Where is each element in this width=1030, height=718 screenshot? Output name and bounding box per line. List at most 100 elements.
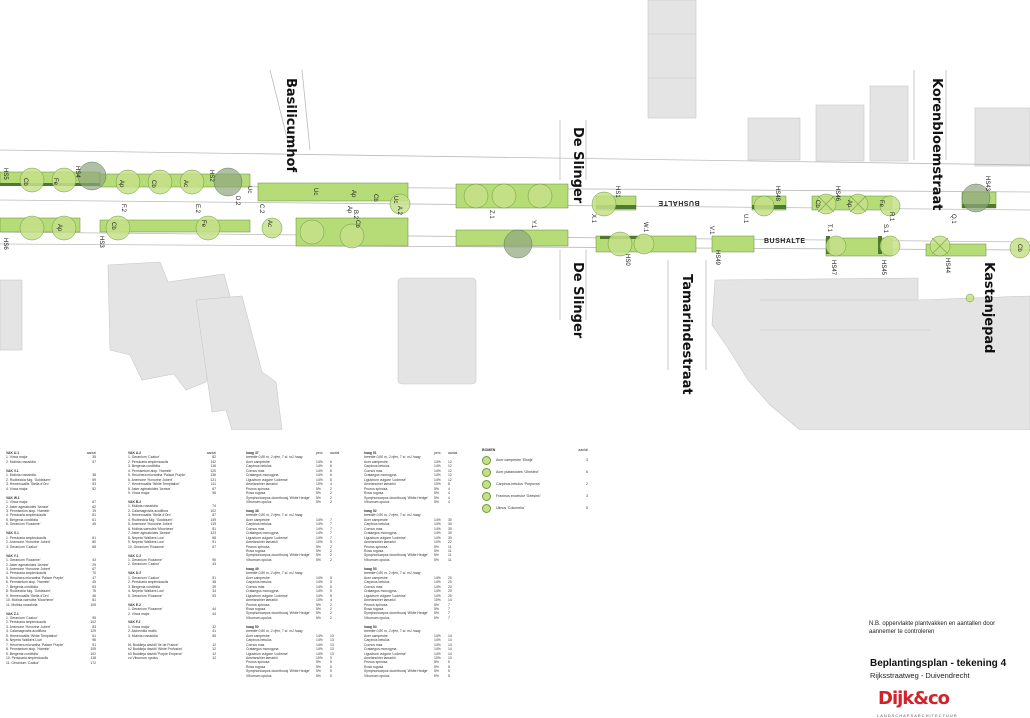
- legend-item: Carpinus betulus 'Purpurea'2: [482, 478, 588, 490]
- list-group-header: haag 54: [364, 624, 377, 629]
- list-item: Symphoricarpos doorriboosj 'White Hedge'…: [246, 611, 332, 616]
- list-item: 6. Pennisetum alop. 'Hameln'45: [6, 580, 96, 585]
- bushalte-south: BUSHALTE: [764, 238, 806, 245]
- plan-label-d2: D.2: [234, 196, 240, 206]
- list-group-subtitle: breedte 0,80 m, 2 rijen, 7 st. m1 haag: [364, 571, 421, 576]
- plan-label-ap6: Ap: [846, 200, 852, 208]
- plan-label-ap1: Ap: [118, 180, 124, 188]
- plan-label-hs6: HS6: [2, 238, 8, 250]
- plan-label-y1: Y.1: [530, 220, 536, 229]
- logo-mark: Dijk&co: [878, 688, 950, 709]
- tree-symbol-icon: [482, 455, 491, 465]
- list-item: 2. Anemone 'Honorine Jobert'80: [6, 540, 96, 545]
- list-item: 6. Molinia caerulea 'Moorhexe'81: [128, 526, 216, 531]
- list-item: 1. Geranium 'Czakor'82: [128, 455, 216, 460]
- legend-item: Ulmus 'Columella'5: [482, 502, 588, 514]
- list-item: Ligustrum vulgare 'Lodense'14%6: [246, 477, 332, 482]
- title-block: Beplantingsplan - tekening 4 Rijksstraat…: [870, 658, 1025, 680]
- list-item: Symphoricarpos doorriboosj 'White Hedge'…: [364, 669, 450, 674]
- plan-label-uc2: Uc: [312, 188, 318, 196]
- street-de-slinger-south: De Slinger: [570, 262, 585, 339]
- list-group-header: haag 52: [364, 508, 377, 513]
- list-item: 5. Heuchera micrantha 'Palace Purple'136: [128, 473, 216, 478]
- plan-label-x1: X.1: [590, 214, 596, 224]
- list-item: 7. Heuchera micrantha 'Palace Purple'91: [6, 642, 96, 647]
- list-item: 4. Nepeta 'Walkers Low'34: [128, 589, 216, 594]
- list-group-header: haag 50: [246, 624, 259, 629]
- list-item: 6. Nepeta 'Walkers Low'96: [6, 638, 96, 643]
- list-group-subtitle: breedte 0,80 m, 2 rijen, 7 st. m1 haag: [364, 513, 421, 518]
- street-kastanjepad: Kastanjepad: [981, 262, 996, 354]
- list-item: 4. Rudbeckia fulg. 'Goldsturm'149: [128, 517, 216, 522]
- plan-label-s1: S.1: [882, 224, 888, 234]
- list-item: 10. Geranium 'Rozanne'67: [128, 544, 216, 549]
- plan-label-c2: C.2: [258, 204, 264, 214]
- list-item: 5. Geranium 'Rozanne'53: [128, 593, 216, 598]
- bushalte-north: BUSHALTE: [658, 199, 700, 206]
- list-group-subtitle: breedte 0,80 m, 2 rijen, 7 st. m1 haag: [364, 455, 421, 460]
- plan-label-cb3: Cb: [372, 194, 378, 202]
- list-item: 5. Hemerocallis 'White Temptation'61: [6, 633, 96, 638]
- plan-label-ap5: Ap: [56, 224, 62, 232]
- list-group-header: haag 48: [246, 508, 259, 513]
- list-item: b2 Buddleja davidii 'White Profusion'12: [128, 647, 216, 652]
- list-item: 1. Geranium 'Rozanne'44: [128, 607, 216, 612]
- company-logo: Dijk&co LANDSCHAPSARCHITECTUUR: [877, 688, 957, 718]
- plan-label-hs3: HS3: [98, 236, 104, 248]
- list-item: 11. Geranium 'Czakor'172: [6, 660, 96, 665]
- plan-label-r1: R.1: [888, 212, 894, 222]
- list-item: 8. Aster ageratoides 'Asmoe'67: [128, 486, 216, 491]
- note-text: N.B. oppervlakte plantvakken en aantalle…: [869, 621, 996, 635]
- plan-label-cb1: Cb: [22, 178, 28, 186]
- list-item: Ligustrum vulgare 'Lodense'14%5: [246, 593, 332, 598]
- legend-header: aantal: [578, 448, 588, 452]
- list-group-header: haag 49: [246, 566, 259, 571]
- list-item: 2. Aster ageratoides 'Asmoe'62: [6, 504, 96, 509]
- plan-label-z1: Z.1: [488, 210, 494, 219]
- list-item: Ligustrum vulgare 'Lodense'14%7: [246, 535, 332, 540]
- list-item: 2. Aster ageratoides 'Asmoe'29: [6, 562, 96, 567]
- existing-trees: [77, 161, 991, 259]
- plan-label-hs45: HS45: [880, 260, 886, 276]
